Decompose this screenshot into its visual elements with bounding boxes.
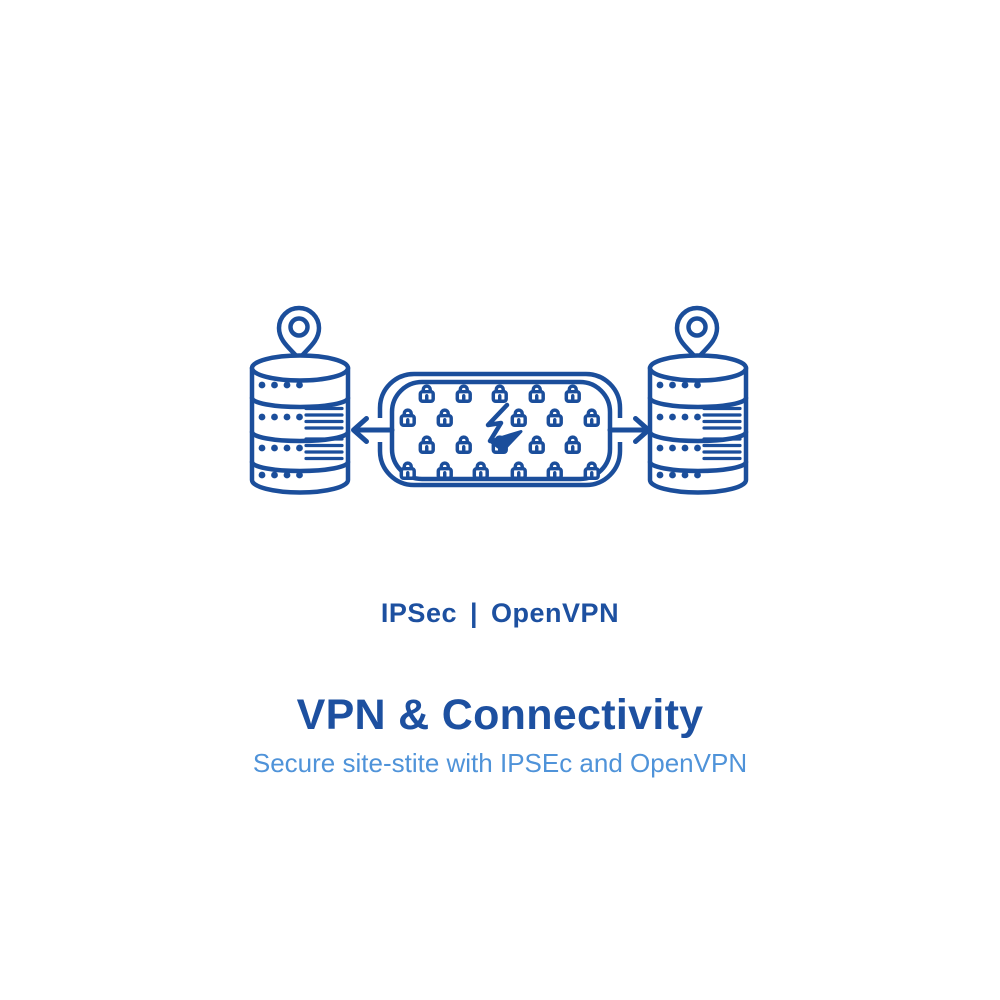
lock-icon: [472, 461, 489, 480]
left-server-icon: [252, 308, 348, 492]
lock-icon: [564, 384, 581, 403]
lock-icon: [436, 408, 453, 427]
lock-icon: [418, 435, 435, 454]
encrypted-tunnel: [374, 371, 626, 488]
lock-icon: [418, 384, 435, 403]
page-title: VPN & Connectivity: [296, 691, 704, 739]
separator-bar: |: [469, 598, 479, 628]
right-server-icon: [650, 308, 746, 492]
lock-icon: [510, 408, 527, 427]
vpn-diagram: [240, 300, 760, 500]
ipsec-label: IPSec: [380, 598, 457, 628]
lock-icon: [455, 435, 472, 454]
lock-icon: [528, 435, 545, 454]
lock-icon: [546, 408, 563, 427]
lock-icon: [528, 384, 545, 403]
page-subtitle: Secure site-stite with IPSEc and OpenVPN: [252, 748, 748, 778]
lock-icon: [583, 408, 600, 427]
lock-icon: [436, 461, 453, 480]
protocol-labels: IPSec | OpenVPN: [0, 596, 1000, 630]
lock-icon: [399, 461, 416, 480]
lock-icon: [510, 461, 527, 480]
lock-icon: [399, 408, 416, 427]
lock-icon: [491, 384, 508, 403]
lock-icon: [564, 435, 581, 454]
openvpn-label: OpenVPN: [491, 598, 620, 628]
lock-icon: [583, 461, 600, 480]
left-arrow-icon: [351, 416, 395, 444]
lightning-bolt-icon: [485, 402, 523, 452]
lock-icon: [546, 461, 563, 480]
lock-icon: [455, 384, 472, 403]
